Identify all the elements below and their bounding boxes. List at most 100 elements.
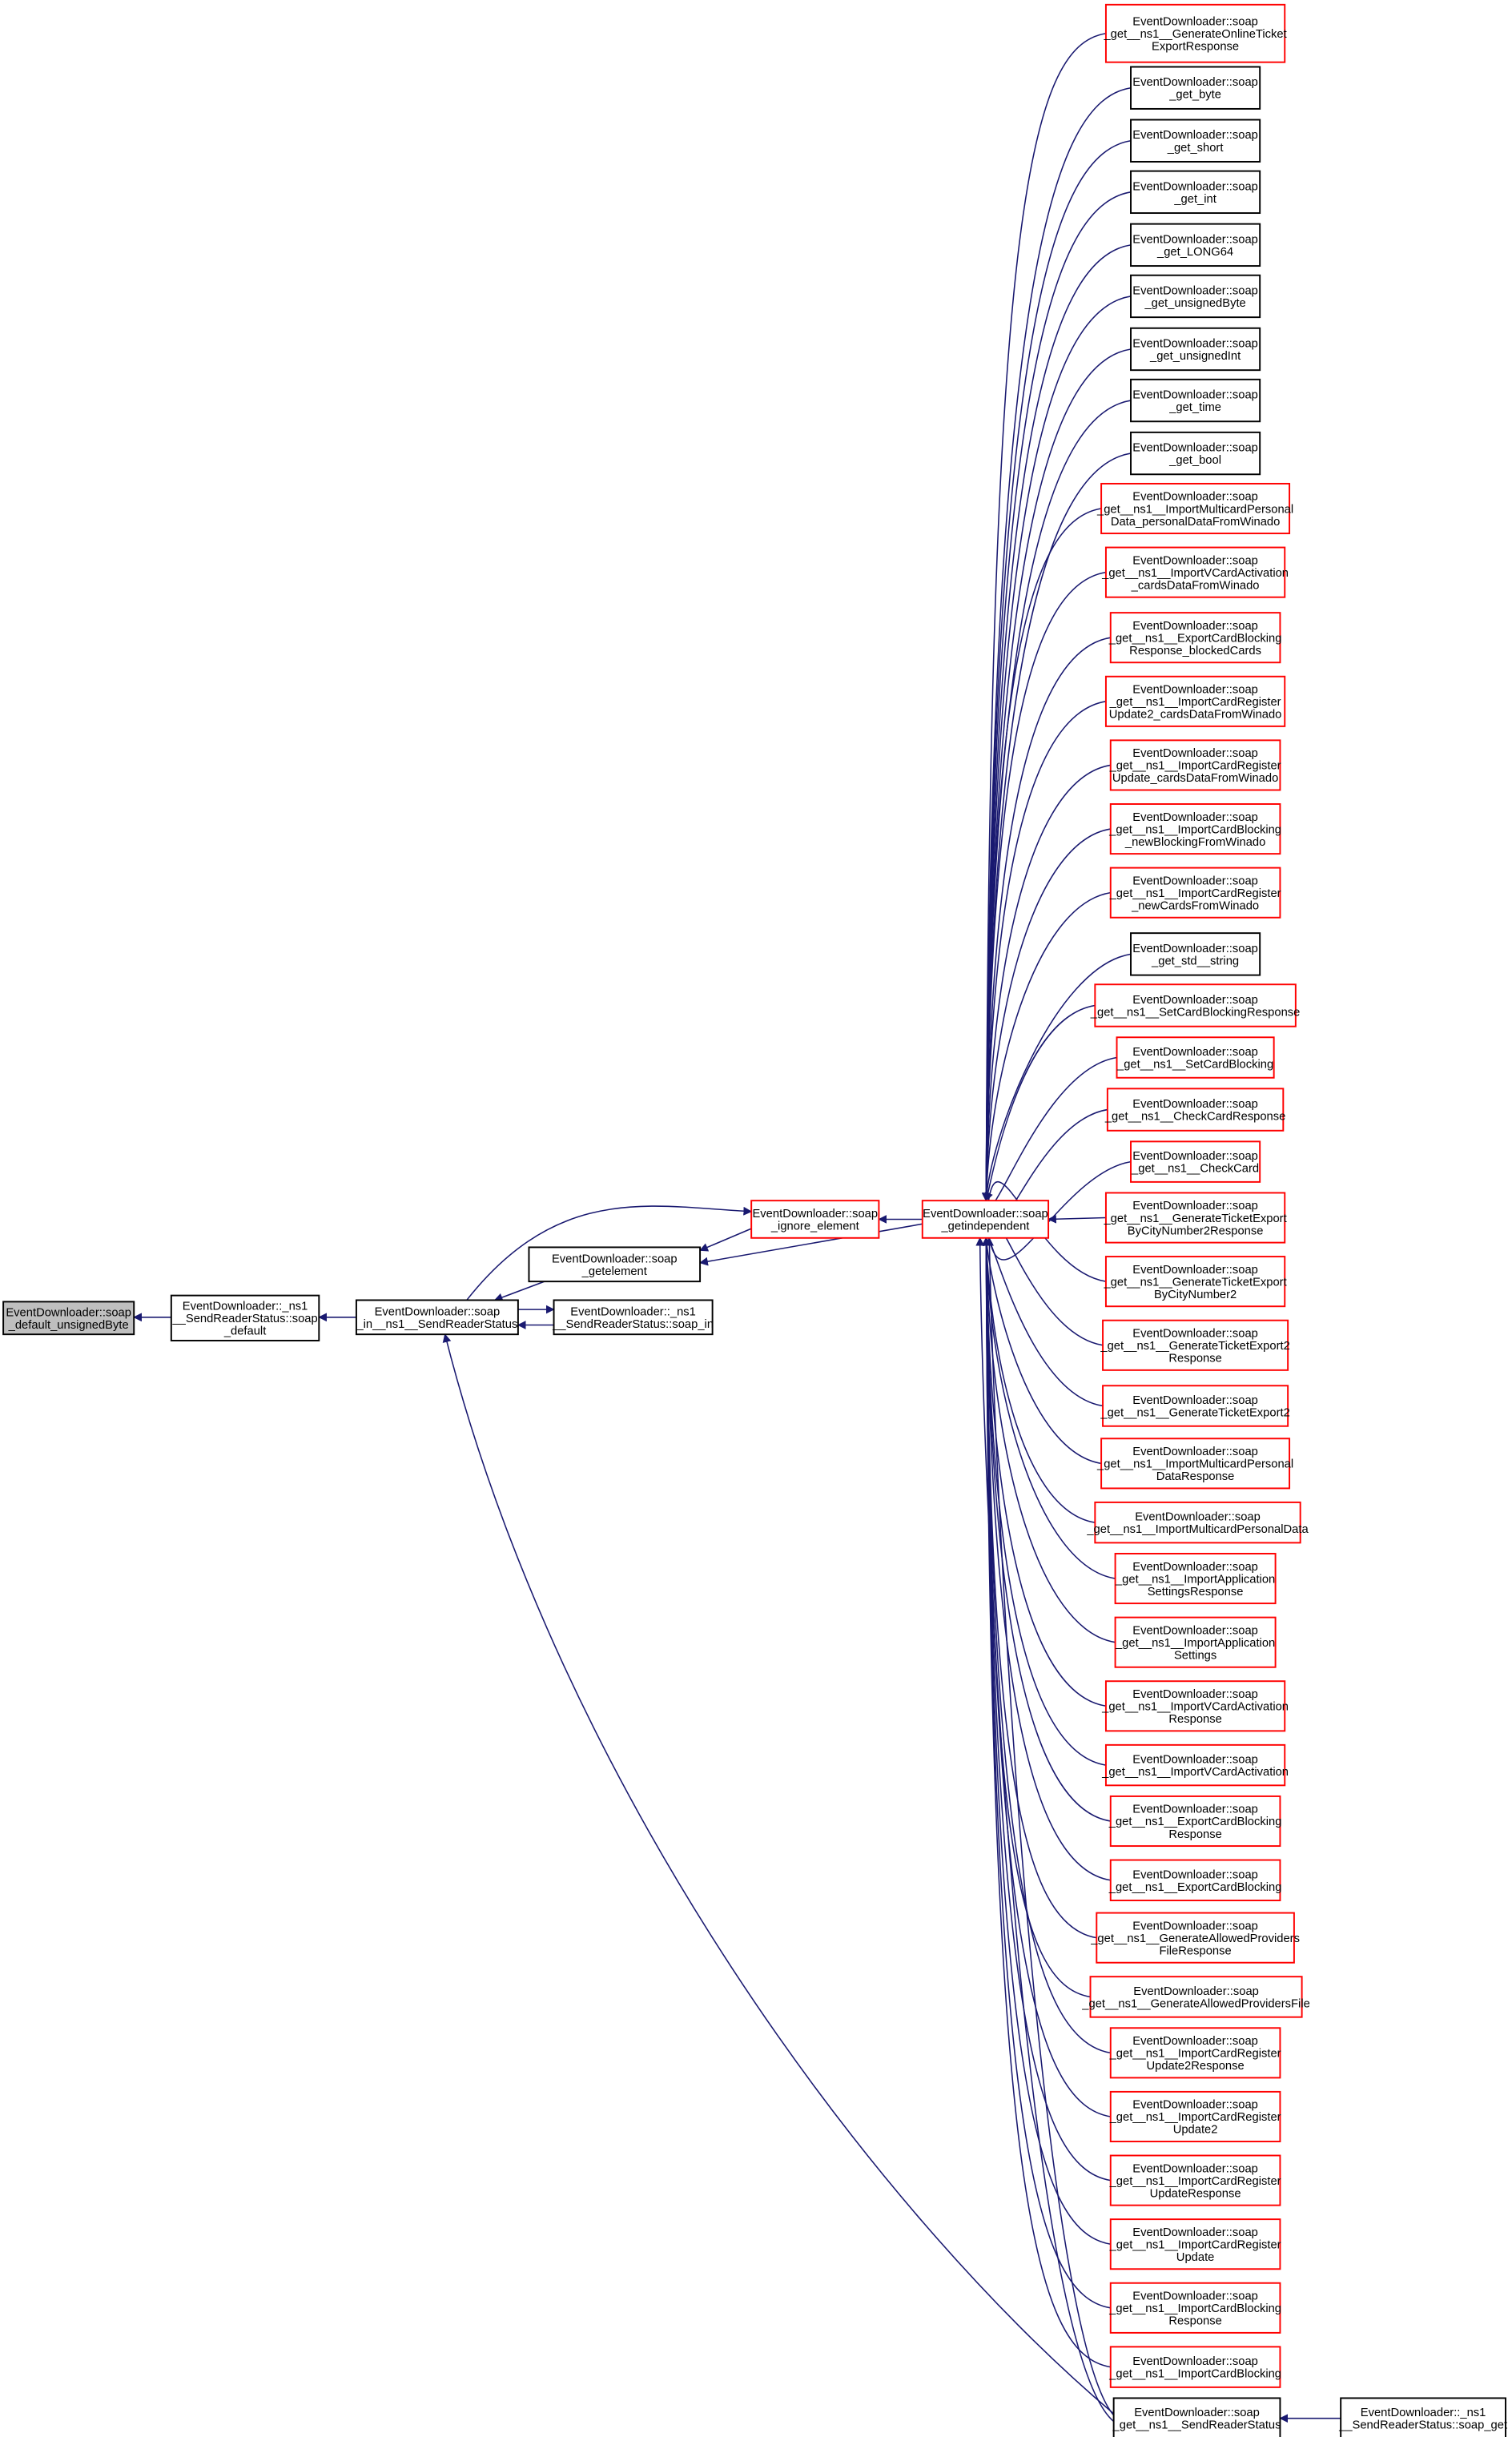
graph-node-r18[interactable]: EventDownloader::soap_get__ns1__SetCardB… bbox=[1116, 1036, 1275, 1079]
node-label-line: _get__ns1__ImportCardBlocking bbox=[1108, 2368, 1281, 2381]
node-label-line: _getelement bbox=[581, 1265, 647, 1278]
node-box bbox=[170, 1294, 320, 1341]
graph-node-r31[interactable]: EventDownloader::soap_get__ns1__ExportCa… bbox=[1108, 1795, 1282, 1848]
edge-r29-to-getindependent bbox=[982, 1237, 1107, 1707]
node-label-line: _get__ns1__GenerateAllowedProvidersFile bbox=[1081, 1997, 1310, 2010]
node-label-line: EventDownloader::soap bbox=[1132, 620, 1258, 633]
node-label-line: _get__ns1__GenerateTicketExport bbox=[1103, 1276, 1286, 1289]
node-label-line: Update bbox=[1176, 2251, 1215, 2264]
graph-node-r3[interactable]: EventDownloader::soap_get_int bbox=[1130, 170, 1261, 215]
graph-node-r7[interactable]: EventDownloader::soap_get_time bbox=[1130, 378, 1261, 423]
graph-node-r34[interactable]: EventDownloader::soap_get__ns1__Generate… bbox=[1081, 1976, 1310, 2018]
graph-node-r14[interactable]: EventDownloader::soap_get__ns1__ImportCa… bbox=[1108, 803, 1281, 855]
graph-node-r9[interactable]: EventDownloader::soap_get__ns1__ImportMu… bbox=[1096, 482, 1293, 535]
node-box bbox=[1094, 1501, 1301, 1544]
node-label-line: EventDownloader::soap bbox=[1132, 337, 1258, 350]
graph-node-r15[interactable]: EventDownloader::soap_get__ns1__ImportCa… bbox=[1109, 867, 1281, 919]
graph-node-r23[interactable]: EventDownloader::soap_get__ns1__Generate… bbox=[1100, 1319, 1290, 1371]
node-label-line: _get__ns1__ImportMulticardPersonalData bbox=[1086, 1523, 1309, 1536]
edge-soap-in-to-ignore-element bbox=[466, 1205, 753, 1301]
graph-node-r22[interactable]: EventDownloader::soap_get__ns1__Generate… bbox=[1103, 1256, 1287, 1308]
graph-node-r5[interactable]: EventDownloader::soap_get_unsignedByte bbox=[1130, 274, 1261, 319]
graph-node-r17[interactable]: EventDownloader::soap_get__ns1__SetCardB… bbox=[1090, 983, 1301, 1027]
node-box bbox=[1116, 1036, 1275, 1079]
node-label-line: EventDownloader::soap bbox=[1132, 684, 1258, 697]
node-box bbox=[1102, 1385, 1289, 1427]
node-label-line: EventDownloader::soap bbox=[1134, 2407, 1260, 2419]
graph-node-r20[interactable]: EventDownloader::soap_get__ns1__CheckCar… bbox=[1130, 1140, 1261, 1183]
graph-node-r0[interactable]: EventDownloader::soap_get__ns1__Generate… bbox=[1103, 3, 1287, 63]
graph-node-r33[interactable]: EventDownloader::soap_get__ns1__Generate… bbox=[1090, 1912, 1300, 1964]
node-label-line: Update_cardsDataFromWinado bbox=[1112, 772, 1278, 785]
node-box bbox=[1109, 2346, 1281, 2388]
node-label-line: EventDownloader::soap bbox=[1132, 1624, 1258, 1637]
graph-node-r32[interactable]: EventDownloader::soap_get__ns1__ExportCa… bbox=[1108, 1859, 1282, 1902]
node-label-line: EventDownloader::soap bbox=[375, 1305, 501, 1318]
node-box bbox=[1130, 170, 1261, 215]
graph-node-r30[interactable]: EventDownloader::soap_get__ns1__ImportVC… bbox=[1101, 1743, 1289, 1787]
graph-node-soap-default[interactable]: EventDownloader::_ns1__SendReaderStatus:… bbox=[170, 1294, 320, 1341]
node-box bbox=[750, 1200, 880, 1239]
node-box bbox=[553, 1299, 714, 1336]
edge-r25-to-getindependent bbox=[982, 1237, 1102, 1465]
node-box bbox=[1104, 1680, 1286, 1732]
node-label-line: Response bbox=[1168, 1713, 1221, 1726]
graph-node-focus[interactable]: EventDownloader::soap_default_unsignedBy… bbox=[2, 1301, 135, 1336]
graph-node-r37[interactable]: EventDownloader::soap_get__ns1__ImportCa… bbox=[1109, 2154, 1281, 2206]
graph-node-r13[interactable]: EventDownloader::soap_get__ns1__ImportCa… bbox=[1109, 739, 1281, 791]
graph-node-r41[interactable]: EventDownloader::soap_get__ns1__SendRead… bbox=[1112, 2397, 1281, 2437]
graph-node-r36[interactable]: EventDownloader::soap_get__ns1__ImportCa… bbox=[1109, 2090, 1281, 2143]
node-box bbox=[1114, 1553, 1277, 1605]
node-box bbox=[1130, 378, 1261, 423]
node-label-line: _get__ns1__ImportCardRegister bbox=[1109, 2175, 1281, 2188]
graph-node-r16[interactable]: EventDownloader::soap_get_std__string bbox=[1130, 932, 1261, 976]
graph-node-r27[interactable]: EventDownloader::soap_get__ns1__ImportAp… bbox=[1114, 1553, 1277, 1605]
graph-node-r2[interactable]: EventDownloader::soap_get_short bbox=[1130, 119, 1261, 163]
graph-node-r12[interactable]: EventDownloader::soap_get__ns1__ImportCa… bbox=[1104, 675, 1286, 727]
graph-node-r38[interactable]: EventDownloader::soap_get__ns1__ImportCa… bbox=[1109, 2218, 1281, 2270]
graph-node-r40[interactable]: EventDownloader::soap_get__ns1__ImportCa… bbox=[1108, 2346, 1281, 2388]
graph-node-ignore-element[interactable]: EventDownloader::soap_ignore_element bbox=[750, 1200, 880, 1239]
node-label-line: EventDownloader::soap bbox=[1132, 1098, 1258, 1111]
graph-node-r29[interactable]: EventDownloader::soap_get__ns1__ImportVC… bbox=[1101, 1680, 1289, 1732]
graph-node-srs-soap-get[interactable]: EventDownloader::_ns1__SendReaderStatus:… bbox=[1338, 2397, 1507, 2437]
graph-node-getelement[interactable]: EventDownloader::soap_getelement bbox=[528, 1246, 702, 1283]
graph-node-r35[interactable]: EventDownloader::soap_get__ns1__ImportCa… bbox=[1109, 2027, 1281, 2079]
node-label-line: EventDownloader::soap bbox=[1132, 1754, 1258, 1767]
graph-node-r28[interactable]: EventDownloader::soap_get__ns1__ImportAp… bbox=[1114, 1616, 1277, 1668]
node-label-line: EventDownloader::soap bbox=[1132, 129, 1258, 142]
graph-node-r1[interactable]: EventDownloader::soap_get_byte bbox=[1130, 66, 1261, 110]
node-box bbox=[1109, 803, 1281, 855]
node-label-line: Response_blockedCards bbox=[1129, 645, 1261, 658]
graph-node-r21[interactable]: EventDownloader::soap_get__ns1__Generate… bbox=[1103, 1192, 1287, 1244]
node-box bbox=[1104, 675, 1286, 727]
nodes: EventDownloader::soap_default_unsignedBy… bbox=[2, 3, 1507, 2437]
node-box bbox=[528, 1246, 702, 1283]
edge-r31-to-getindependent bbox=[982, 1237, 1111, 1822]
graph-node-r25[interactable]: EventDownloader::soap_get__ns1__ImportMu… bbox=[1096, 1438, 1293, 1490]
graph-node-soap-in-srs[interactable]: EventDownloader::soap_in__ns1__SendReade… bbox=[355, 1299, 519, 1336]
graph-node-r19[interactable]: EventDownloader::soap_get__ns1__CheckCar… bbox=[1104, 1088, 1286, 1132]
node-box bbox=[1104, 1256, 1286, 1308]
graph-node-r8[interactable]: EventDownloader::soap_get_bool bbox=[1130, 431, 1261, 476]
edge-getindependent-to-getelement bbox=[699, 1223, 923, 1266]
graph-node-r24[interactable]: EventDownloader::soap_get__ns1__Generate… bbox=[1100, 1385, 1290, 1427]
node-label-line: EventDownloader::soap bbox=[1132, 1150, 1258, 1163]
graph-node-r26[interactable]: EventDownloader::soap_get__ns1__ImportMu… bbox=[1086, 1501, 1309, 1544]
node-label-line: _get__ns1__SendReaderStatus bbox=[1112, 2419, 1281, 2432]
graph-node-r6[interactable]: EventDownloader::soap_get_unsignedInt bbox=[1130, 327, 1261, 372]
graph-node-r11[interactable]: EventDownloader::soap_get__ns1__ExportCa… bbox=[1108, 612, 1282, 664]
graph-node-r4[interactable]: EventDownloader::soap_get_LONG64 bbox=[1130, 223, 1261, 267]
graph-node-srs-soap-in[interactable]: EventDownloader::_ns1__SendReaderStatus:… bbox=[552, 1299, 714, 1336]
graph-node-r10[interactable]: EventDownloader::soap_get__ns1__ImportVC… bbox=[1101, 546, 1289, 598]
node-label-line: EventDownloader::soap bbox=[1132, 2355, 1258, 2368]
node-label-line: EventDownloader::soap bbox=[1132, 875, 1258, 887]
node-label-line: Data_personalDataFromWinado bbox=[1111, 516, 1281, 529]
node-box bbox=[1109, 2218, 1281, 2270]
node-label-line: _get__ns1__ImportCardRegister bbox=[1109, 760, 1281, 773]
graph-node-r39[interactable]: EventDownloader::soap_get__ns1__ImportCa… bbox=[1108, 2282, 1281, 2334]
node-box bbox=[1130, 327, 1261, 372]
node-label-line: _get_LONG64 bbox=[1156, 246, 1233, 259]
node-label-line: EventDownloader::soap bbox=[1132, 1920, 1258, 1932]
graph-node-getindependent[interactable]: EventDownloader::soap_getindependent bbox=[921, 1200, 1050, 1239]
